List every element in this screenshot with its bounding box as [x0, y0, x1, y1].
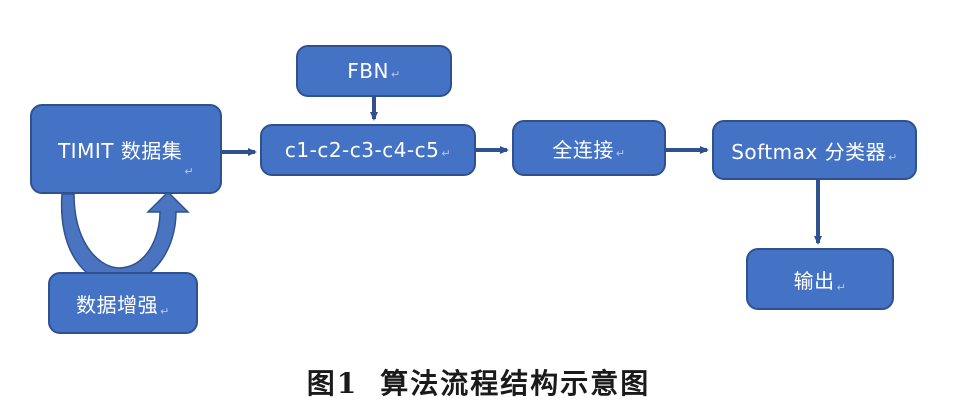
node-softmax-label: Softmax 分类器 — [731, 139, 887, 164]
node-output: 输出↵ — [746, 248, 894, 310]
figure-caption-text: 算法流程结构示意图 — [380, 367, 651, 400]
node-fbn: FBN↵ — [296, 45, 452, 97]
node-timit-dataset: TIMIT 数据集↵ — [30, 104, 222, 194]
node-conv-layers: c1-c2-c3-c4-c5↵ — [260, 124, 476, 176]
node-fbn-label: FBN — [347, 59, 389, 83]
paragraph-mark: ↵ — [441, 147, 452, 160]
node-softmax-classifier: Softmax 分类器↵ — [712, 120, 917, 180]
node-data-augmentation: 数据增强↵ — [48, 272, 198, 334]
paragraph-mark: ↵ — [184, 165, 195, 178]
node-timit-label: TIMIT 数据集 — [57, 138, 183, 163]
node-conv-label: c1-c2-c3-c4-c5 — [284, 138, 440, 162]
node-aug-label: 数据增强 — [76, 292, 159, 317]
node-output-label: 输出 — [793, 268, 835, 293]
node-fully-connected: 全连接↵ — [512, 120, 666, 176]
figure-caption: 图1 算法流程结构示意图 — [0, 362, 957, 402]
paragraph-mark: ↵ — [615, 147, 626, 160]
paragraph-mark: ↵ — [160, 305, 170, 318]
paragraph-mark: ↵ — [390, 68, 401, 81]
paragraph-mark: ↵ — [836, 281, 847, 294]
figure-label: 图1 — [306, 367, 359, 400]
paragraph-mark: ↵ — [888, 151, 898, 164]
node-fc-label: 全连接 — [552, 137, 614, 162]
augmentation-loop-arrow — [60, 190, 190, 285]
